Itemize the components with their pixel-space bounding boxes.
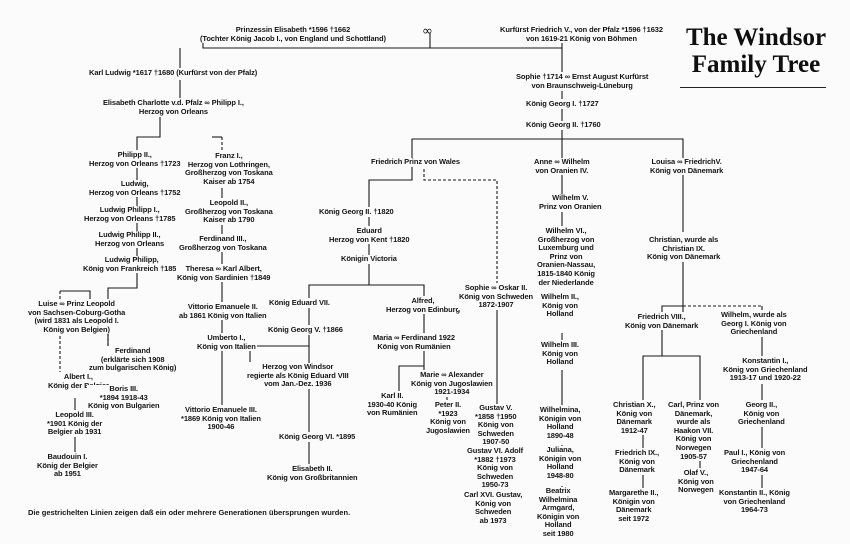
person-georg-ii: König Georg II. †1760 xyxy=(525,120,602,130)
person-gustav-vi: Gustav VI. Adolf *1882 †1973 König von S… xyxy=(466,446,525,490)
person-leopold-ii: Leopold II., Großherzog von Toskana Kais… xyxy=(184,198,274,225)
person-theresa: Theresa ∞ Karl Albert, König von Sardini… xyxy=(176,264,272,283)
person-elisabeth-ii: Elisabeth II. König von Großbritannien xyxy=(266,464,359,483)
person-boris-iii: Boris III. *1894 1918-43 König von Bulga… xyxy=(87,384,161,411)
marriage-symbol: ∞ xyxy=(422,24,433,39)
person-gustav-v: Gustav V. *1858 †1950 König von Schweden… xyxy=(474,403,518,447)
person-christian-x: Christian X., König von Dänemark 1912-47 xyxy=(612,400,657,436)
person-leopold-iii: Leopold III. *1901 König der Belgier ab … xyxy=(46,410,104,437)
person-beatrix: Beatrix Wilhelmina Armgard, Königin von … xyxy=(536,486,581,539)
person-maria-ferdinand: Maria ∞ Ferdinand 1922 König von Rumänie… xyxy=(372,333,456,352)
person-georg-i: König Georg I. †1727 xyxy=(525,99,600,109)
person-friedrich-viii: Friedrich VIII., König von Dänemark xyxy=(624,312,700,331)
person-elisabeth: Prinzessin Elisabeth *1596 †1662 (Tochte… xyxy=(199,25,387,44)
person-ferdinand-iii: Ferdinand III., Großherzog von Toskana xyxy=(178,234,268,253)
person-franz-i: Franz I., Herzog von Lothringen, Großher… xyxy=(184,151,274,187)
person-ludwig-philipp-2: Ludwig Philipp II., Herzog von Orleans xyxy=(94,230,166,249)
person-friedrich-ix: Friedrich IX., König von Dänemark xyxy=(614,448,661,475)
person-olaf-v: Olaf V., König von Norwegen xyxy=(677,468,715,495)
footnote: Die gestrichelten Linien zeigen daß ein … xyxy=(28,508,351,517)
person-eduard-kent: Eduard Herzog von Kent †1820 xyxy=(328,226,411,245)
person-juliana: Juliana, Königin von Holland 1948-80 xyxy=(538,445,583,481)
person-peter-ii: Peter II. *1923 König von Jugoslawien xyxy=(425,400,471,436)
person-vittorio-ii: Vittorio Emanuele II. ab 1861 König von … xyxy=(178,302,268,321)
person-herzog-windsor: Herzog von Windsor regierte als König Ed… xyxy=(246,362,350,389)
person-karl-ludwig: Karl Ludwig *1617 †1680 (Kurfürst von de… xyxy=(88,68,259,78)
person-sophie: Sophie †1714 ∞ Ernst August Kurfürst von… xyxy=(515,72,650,91)
person-paul-i: Paul I., König von Griechenland 1947-64 xyxy=(723,448,787,475)
person-baudouin: Baudouin I. König der Belgier ab 1951 xyxy=(36,452,99,479)
title-underline xyxy=(680,87,826,88)
person-ludwig-philipp-1: Ludwig Philipp I., Herzog von Orleans †1… xyxy=(83,205,177,224)
person-sophie-oskar: Sophie ∞ Oskar II. König von Schweden 18… xyxy=(458,283,535,310)
person-victoria: Königin Victoria xyxy=(340,254,398,264)
person-georg-vi: König Georg VI. *1895 xyxy=(278,432,357,442)
person-elisabeth-charlotte: Elisabeth Charlotte v.d. Pfalz ∞ Philipp… xyxy=(102,98,245,117)
person-wilhelm-v: Wilhelm V. Prinz von Oranien xyxy=(538,193,603,212)
person-ludwig-philipp: Ludwig Philipp, König von Frankreich †18… xyxy=(82,255,182,274)
person-carl-xvi: Carl XVI. Gustav, König von Schweden ab … xyxy=(463,490,524,526)
person-marie-alexander: Marie ∞ Alexander König von Jugoslawien … xyxy=(410,370,494,397)
person-vittorio-iii: Vittorio Emanuele III. *1869 König von I… xyxy=(180,405,262,432)
person-wilhelmina: Wilhelmina, Königin von Holland 1890-48 xyxy=(538,405,583,441)
person-christian-ix: Christian, wurde als Christian IX. König… xyxy=(646,235,722,262)
person-ludwig: Ludwig, Herzog von Orleans †1752 xyxy=(88,179,182,198)
person-eduard-vii: König Eduard VII. xyxy=(268,298,331,308)
page-title: The Windsor Family Tree xyxy=(685,24,827,78)
person-konstantin-ii: Konstantin II., König von Griechenland 1… xyxy=(718,488,791,515)
person-friedrich-v: Kurfürst Friedrich V., von der Pfalz *15… xyxy=(499,25,664,44)
person-konstantin-i: Konstantin I., König von Griechenland 19… xyxy=(722,356,809,383)
person-umberto: Umberto I., König von Italien xyxy=(196,333,257,352)
person-georg-v: König Georg V. †1866 xyxy=(267,325,344,335)
person-philipp-ii: Philipp II., Herzog von Orleans †1723 xyxy=(88,150,182,169)
person-margarethe: Margarethe II., Königin von Dänemark sei… xyxy=(608,488,660,524)
person-georg-iii: König Georg II. †1820 xyxy=(318,207,395,217)
person-friedrich-prinz: Friedrich Prinz von Wales xyxy=(370,157,461,167)
person-georg-ii-gr: Georg II., König von Griechenland xyxy=(737,400,786,427)
person-luise: Luise ∞ Prinz Leopold von Sachsen-Coburg… xyxy=(27,299,127,335)
person-karl-ii: Karl II. 1930-40 König von Rumänien xyxy=(366,391,419,418)
person-carl-haakon: Carl, Prinz von Dänemark, wurde als Haak… xyxy=(667,400,721,462)
person-wilhelm-ii: Wilhelm II., König von Holland xyxy=(540,292,580,319)
person-alfred: Alfred, Herzog von Edinburg xyxy=(385,296,461,315)
person-anne: Anne ∞ Wilhelm von Oranien IV. xyxy=(533,157,591,176)
person-wilhelm-georg: Wilhelm, wurde als Georg I. König von Gr… xyxy=(720,310,788,337)
person-louisa: Louisa ∞ FriedrichV. König von Dänemark xyxy=(649,157,725,176)
person-ferdinand-bg: Ferdinand (erklärte sich 1908 zum bulgar… xyxy=(88,346,178,373)
person-wilhelm-vi: Wilhelm VI., Großherzog von Luxemburg un… xyxy=(536,226,597,288)
person-wilhelm-iii: Wilhelm III. König von Holland xyxy=(540,340,580,367)
